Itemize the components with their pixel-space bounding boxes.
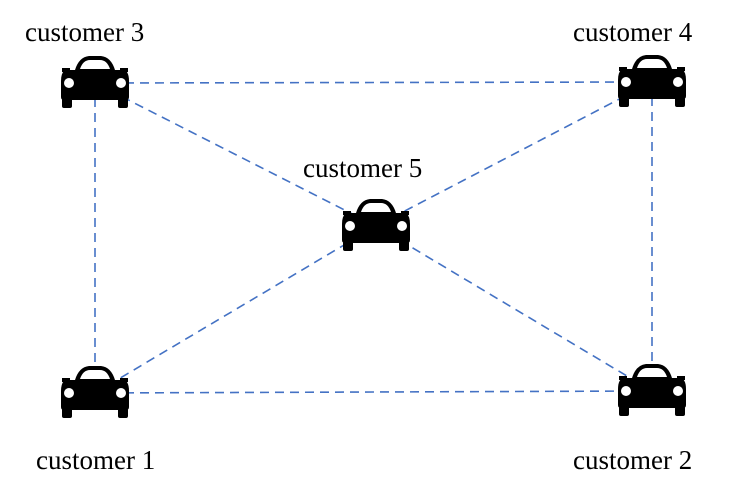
- edge-c2-c5: [375, 225, 653, 392]
- node-label-customer-2: customer 2: [573, 445, 693, 475]
- node-label-customer-5: customer 5: [303, 153, 423, 183]
- car-icon: [61, 366, 129, 418]
- edge-c1-c2: [94, 390, 653, 394]
- edge-c1-c5: [94, 225, 377, 394]
- car-icon: [618, 364, 686, 416]
- edge-c3-c5: [94, 82, 377, 227]
- edge-c3-c4: [94, 81, 653, 84]
- node-label-customer-4: customer 4: [573, 17, 693, 47]
- node-label-customer-1: customer 1: [36, 445, 156, 475]
- edges-layer: [94, 81, 653, 394]
- node-label-customer-3: customer 3: [25, 17, 145, 47]
- edge-c4-c5: [375, 81, 653, 227]
- cars-layer: [61, 55, 686, 418]
- car-icon: [342, 199, 410, 251]
